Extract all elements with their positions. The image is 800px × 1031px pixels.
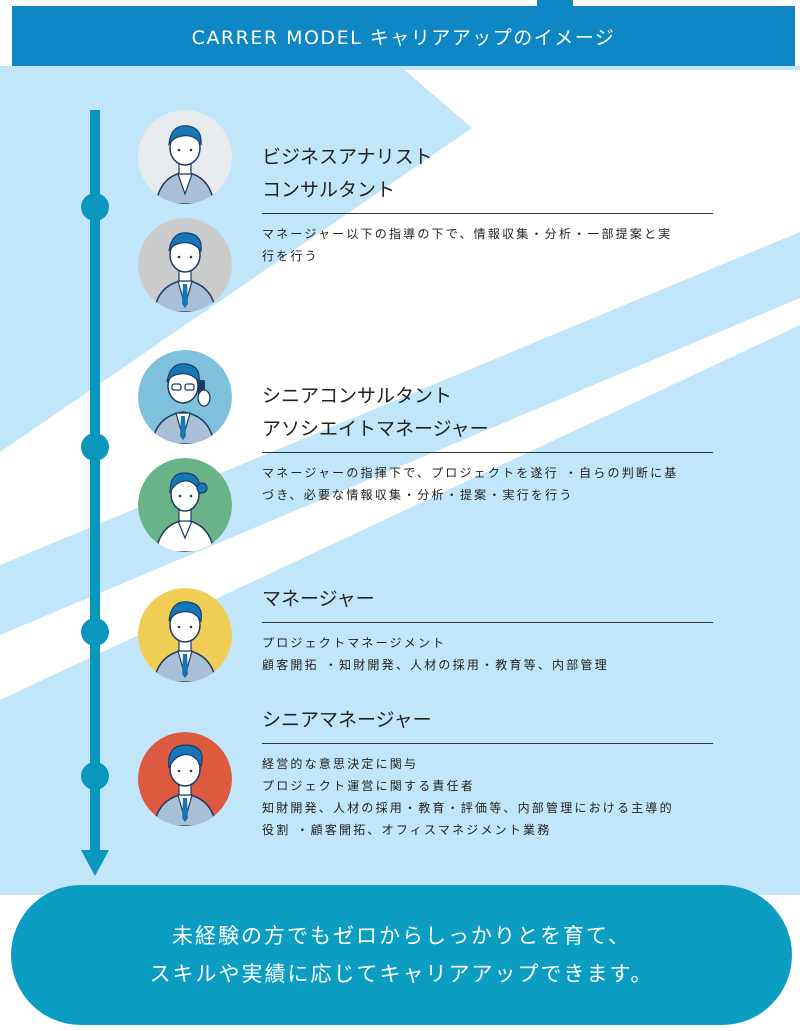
role-divider xyxy=(262,213,713,214)
timeline-node-3 xyxy=(81,618,109,646)
role-description: プロジェクトマネージメント 顧客開拓 ・知財開発、人材の採用・教育等、内部管理 xyxy=(262,632,714,676)
role-manager: マネージャー プロジェクトマネージメント 顧客開拓 ・知財開発、人材の採用・教育… xyxy=(262,583,722,676)
role-title-line: マネージャー xyxy=(262,588,375,610)
role-desc-line: マネージャー以下の指導の下で、情報収集・分析・一部提案と実 xyxy=(262,227,673,241)
role-desc-line: 経営的な意思決定に関与 xyxy=(262,757,419,771)
timeline-node-1 xyxy=(81,193,109,221)
timeline-arrow-head xyxy=(81,850,109,876)
role-title-line: アソシエイトマネージャー xyxy=(262,418,489,440)
role-title: シニアマネージャー xyxy=(262,704,722,737)
businessman-phone-avatar xyxy=(138,350,232,444)
role-desc-line: 役割 ・顧客開拓、オフィスマネジメント業務 xyxy=(262,823,552,837)
role-divider xyxy=(262,743,713,744)
role-desc-line: プロジェクトマネージメント xyxy=(262,636,447,650)
white-diagonal-stripe xyxy=(0,300,800,683)
timeline-node-2 xyxy=(81,433,109,461)
role-divider xyxy=(262,622,713,623)
career-timeline xyxy=(81,110,109,876)
banner-line: スキルや実績に応じてキャリアアップできます。 xyxy=(149,962,654,986)
banner-line: 未経験の方でもゼロからしっかりとを育て、 xyxy=(172,924,631,948)
timeline-node-4 xyxy=(81,762,109,790)
role-divider xyxy=(262,452,713,453)
senior-manager-avatar xyxy=(138,732,232,826)
role-business-analyst: ビジネスアナリスト コンサルタント マネージャー以下の指導の下で、情報収集・分析… xyxy=(262,141,722,267)
role-description: 経営的な意思決定に関与 プロジェクト運営に関する責任者 知財開発、人材の採用・教… xyxy=(262,753,714,841)
role-title-line: シニアマネージャー xyxy=(262,709,432,731)
role-desc-line: づき、必要な情報収集・分析・提案・実行を行う xyxy=(262,488,574,502)
left-light-blue-wedge xyxy=(0,66,472,452)
role-title: シニアコンサルタント アソシエイトマネージャー xyxy=(262,380,722,446)
role-title: ビジネスアナリスト コンサルタント xyxy=(262,141,722,207)
timeline-line xyxy=(90,110,100,855)
role-senior-consultant: シニアコンサルタント アソシエイトマネージャー マネージャーの指揮下で、プロジェ… xyxy=(262,380,722,506)
role-title: マネージャー xyxy=(262,583,722,616)
header-bar: CARRER MODEL キャリアアップのイメージ xyxy=(12,6,795,66)
role-title-line: シニアコンサルタント xyxy=(262,385,453,407)
businessman-tie-avatar xyxy=(138,218,232,312)
role-desc-line: 顧客開拓 ・知財開発、人材の採用・教育等、内部管理 xyxy=(262,658,609,672)
role-desc-line: 行を行う xyxy=(262,249,319,263)
role-description: マネージャーの指揮下で、プロジェクトを遂行 ・自らの判断に基 づき、必要な情報収… xyxy=(262,462,714,506)
role-title-line: コンサルタント xyxy=(262,179,396,201)
role-desc-line: プロジェクト運営に関する責任者 xyxy=(262,779,476,793)
header-tab-notch xyxy=(537,0,573,8)
role-desc-line: 知財開発、人材の採用・教育・評価等、内部管理における主導的 xyxy=(262,801,674,815)
businesswoman-avatar xyxy=(138,458,232,552)
bottom-message-banner: 未経験の方でもゼロからしっかりとを育て、 スキルや実績に応じてキャリアアップでき… xyxy=(11,885,792,1025)
businessman-avatar xyxy=(138,110,232,204)
role-description: マネージャー以下の指導の下で、情報収集・分析・一部提案と実 行を行う xyxy=(262,223,714,267)
role-senior-manager: シニアマネージャー 経営的な意思決定に関与 プロジェクト運営に関する責任者 知財… xyxy=(262,704,722,841)
role-desc-line: マネージャーの指揮下で、プロジェクトを遂行 ・自らの判断に基 xyxy=(262,466,679,480)
role-title-line: ビジネスアナリスト xyxy=(262,146,433,168)
manager-avatar xyxy=(138,588,232,682)
page-title: CARRER MODEL キャリアアップのイメージ xyxy=(191,26,616,49)
